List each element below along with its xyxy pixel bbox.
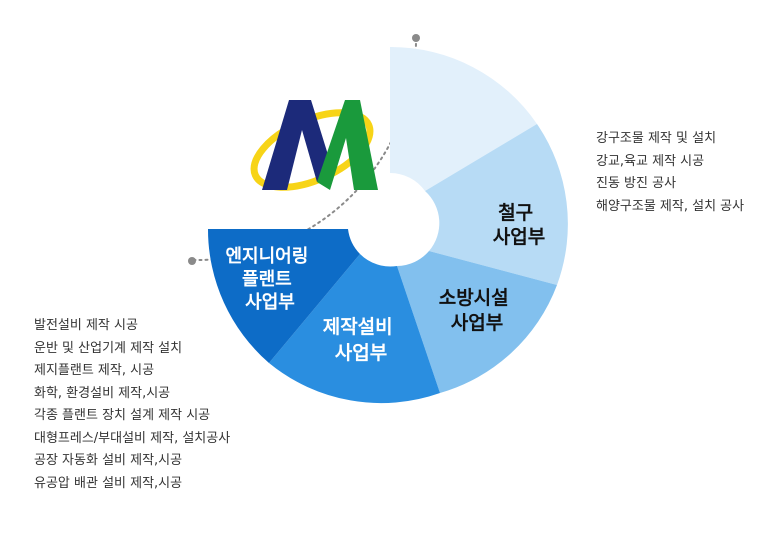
segment-equipment: [269, 254, 440, 404]
steel-description-item: 강교,육교 제작 시공: [596, 153, 705, 169]
fire-label: 소방시설 사업부: [439, 287, 516, 334]
equipment-label-line2: 사업부: [335, 342, 387, 364]
equipment-label-line1: 제작설비: [323, 316, 393, 338]
fire-label-line2: 사업부: [451, 312, 503, 334]
steel-description-list: 강구조물 제작 및 설치 강교,육교 제작 시공 진동 방진 공사 해양구조물 …: [596, 128, 744, 218]
steel-description-item: 진동 방진 공사: [596, 176, 677, 191]
segment-engineering: [207, 229, 360, 363]
plant-description-item: 운반 및 산업기계 제작 설치: [34, 340, 183, 356]
steel-description-item: 해양구조물 제작, 설치 공사: [596, 198, 745, 214]
company-logo: [250, 100, 378, 191]
plant-description-item: 대형프레스/부대설비 제작, 설치공사: [34, 430, 231, 446]
plant-description-item: 제지플랜트 제작, 시공: [34, 363, 155, 378]
steel-label-line1: 철구: [498, 202, 533, 224]
arc-end-dot-left: [188, 257, 196, 265]
engineering-label-line1: 엔지니어링: [225, 246, 308, 267]
dotted-outer-arc: [191, 37, 418, 262]
segment-empty: [390, 46, 537, 191]
steel-label: 철구 사업부: [493, 202, 545, 248]
steel-description-item: 강구조물 제작 및 설치: [596, 131, 717, 146]
plant-description-item: 유공압 배관 설비 제작,시공: [34, 475, 183, 491]
segment-fire: [397, 251, 557, 393]
segment-steel: [425, 124, 568, 285]
logo-letter-right: [317, 100, 378, 190]
plant-description-item: 공장 자동화 설비 제작,시공: [34, 453, 183, 468]
engineering-label-line3: 사업부: [245, 292, 295, 313]
fire-label-line1: 소방시설: [439, 287, 509, 309]
engineering-label: 엔지니어링 플랜트 사업부: [225, 246, 314, 313]
arc-end-dot-top: [412, 34, 420, 42]
steel-label-line2: 사업부: [493, 226, 545, 248]
engineering-label-line2: 플랜트: [242, 269, 292, 290]
plant-description-list: 발전설비 제작 시공 운반 및 산업기계 제작 설치 제지플랜트 제작, 시공 …: [34, 315, 230, 495]
logo-letter-left: [262, 100, 329, 190]
plant-description-item: 화학, 환경설비 제작,시공: [34, 385, 171, 401]
plant-description-item: 발전설비 제작 시공: [34, 318, 138, 333]
plant-description-item: 각종 플랜트 장치 설계 제작 시공: [34, 408, 211, 423]
equipment-label: 제작설비 사업부: [323, 316, 400, 364]
